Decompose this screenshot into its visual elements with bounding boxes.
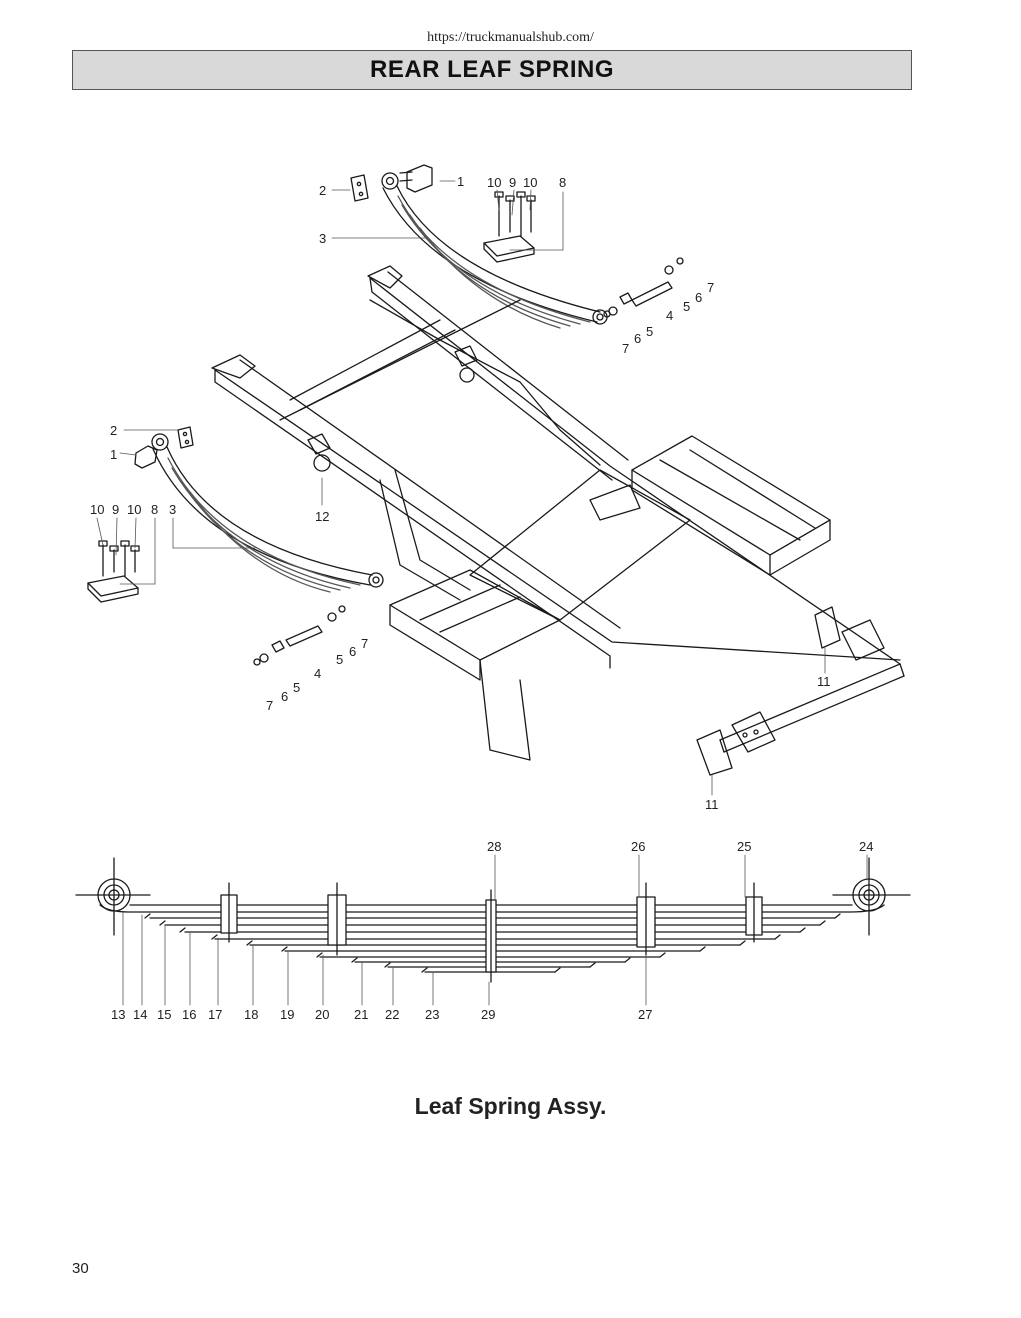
callout-label: 19	[280, 1007, 294, 1022]
callout-label: 7	[266, 698, 273, 713]
callout-label: 21	[354, 1007, 368, 1022]
page-number: 30	[72, 1260, 89, 1277]
callout-label: 22	[385, 1007, 399, 1022]
callout-label: 15	[157, 1007, 171, 1022]
upper-leaf-spring	[350, 164, 684, 329]
callout-label: 20	[315, 1007, 329, 1022]
callout-label: 2	[319, 183, 326, 198]
source-url: https://truckmanualshub.com/	[427, 30, 594, 45]
callout-label: 4	[666, 308, 673, 323]
callout-label: 12	[315, 509, 329, 524]
title-bar: REAR LEAF SPRING	[72, 50, 912, 90]
callout-label: 13	[111, 1007, 125, 1022]
callout-label: 25	[737, 839, 751, 854]
callout-label: 1	[110, 447, 117, 462]
callout-label: 6	[349, 644, 356, 659]
callout-label: 3	[319, 231, 326, 246]
callout-label: 7	[707, 280, 714, 295]
callout-label: 6	[695, 290, 702, 305]
left-leaf-spring	[87, 426, 384, 666]
callout-label: 5	[683, 299, 690, 314]
callout-label: 3	[169, 502, 176, 517]
leader-lines	[96, 180, 868, 1006]
callout-numbers: 1 2 3 10 9 10 8 7 6 5 4 5 6 7 12 11 11 2…	[90, 174, 873, 1022]
callout-label: 11	[705, 797, 719, 812]
page-title: REAR LEAF SPRING	[369, 56, 614, 83]
callout-label: 8	[151, 502, 158, 517]
truck-frame	[211, 265, 905, 776]
figure-caption: Leaf Spring Assy.	[414, 1093, 607, 1119]
callout-label: 23	[425, 1007, 439, 1022]
callout-label: 10	[127, 502, 141, 517]
callout-label: 4	[314, 666, 321, 681]
callout-label: 5	[646, 324, 653, 339]
callout-label: 10	[523, 175, 537, 190]
callout-label: 8	[559, 175, 566, 190]
callout-label: 2	[110, 423, 117, 438]
callout-label: 10	[487, 175, 501, 190]
callout-label: 6	[634, 331, 641, 346]
callout-label: 5	[293, 680, 300, 695]
callout-label: 7	[622, 341, 629, 356]
callout-label: 24	[859, 839, 873, 854]
callout-label: 18	[244, 1007, 258, 1022]
callout-label: 9	[509, 175, 516, 190]
callout-label: 6	[281, 689, 288, 704]
callout-label: 7	[361, 636, 368, 651]
callout-label: 26	[631, 839, 645, 854]
callout-label: 1	[457, 174, 464, 189]
callout-label: 11	[817, 674, 831, 689]
callout-label: 9	[112, 502, 119, 517]
callout-label: 5	[336, 652, 343, 667]
callout-label: 29	[481, 1007, 495, 1022]
callout-label: 17	[208, 1007, 222, 1022]
callout-label: 10	[90, 502, 104, 517]
callout-label: 28	[487, 839, 501, 854]
callout-label: 16	[182, 1007, 196, 1022]
callout-label: 27	[638, 1007, 652, 1022]
leaf-spring-elevation	[75, 857, 911, 983]
callout-label: 14	[133, 1007, 147, 1022]
